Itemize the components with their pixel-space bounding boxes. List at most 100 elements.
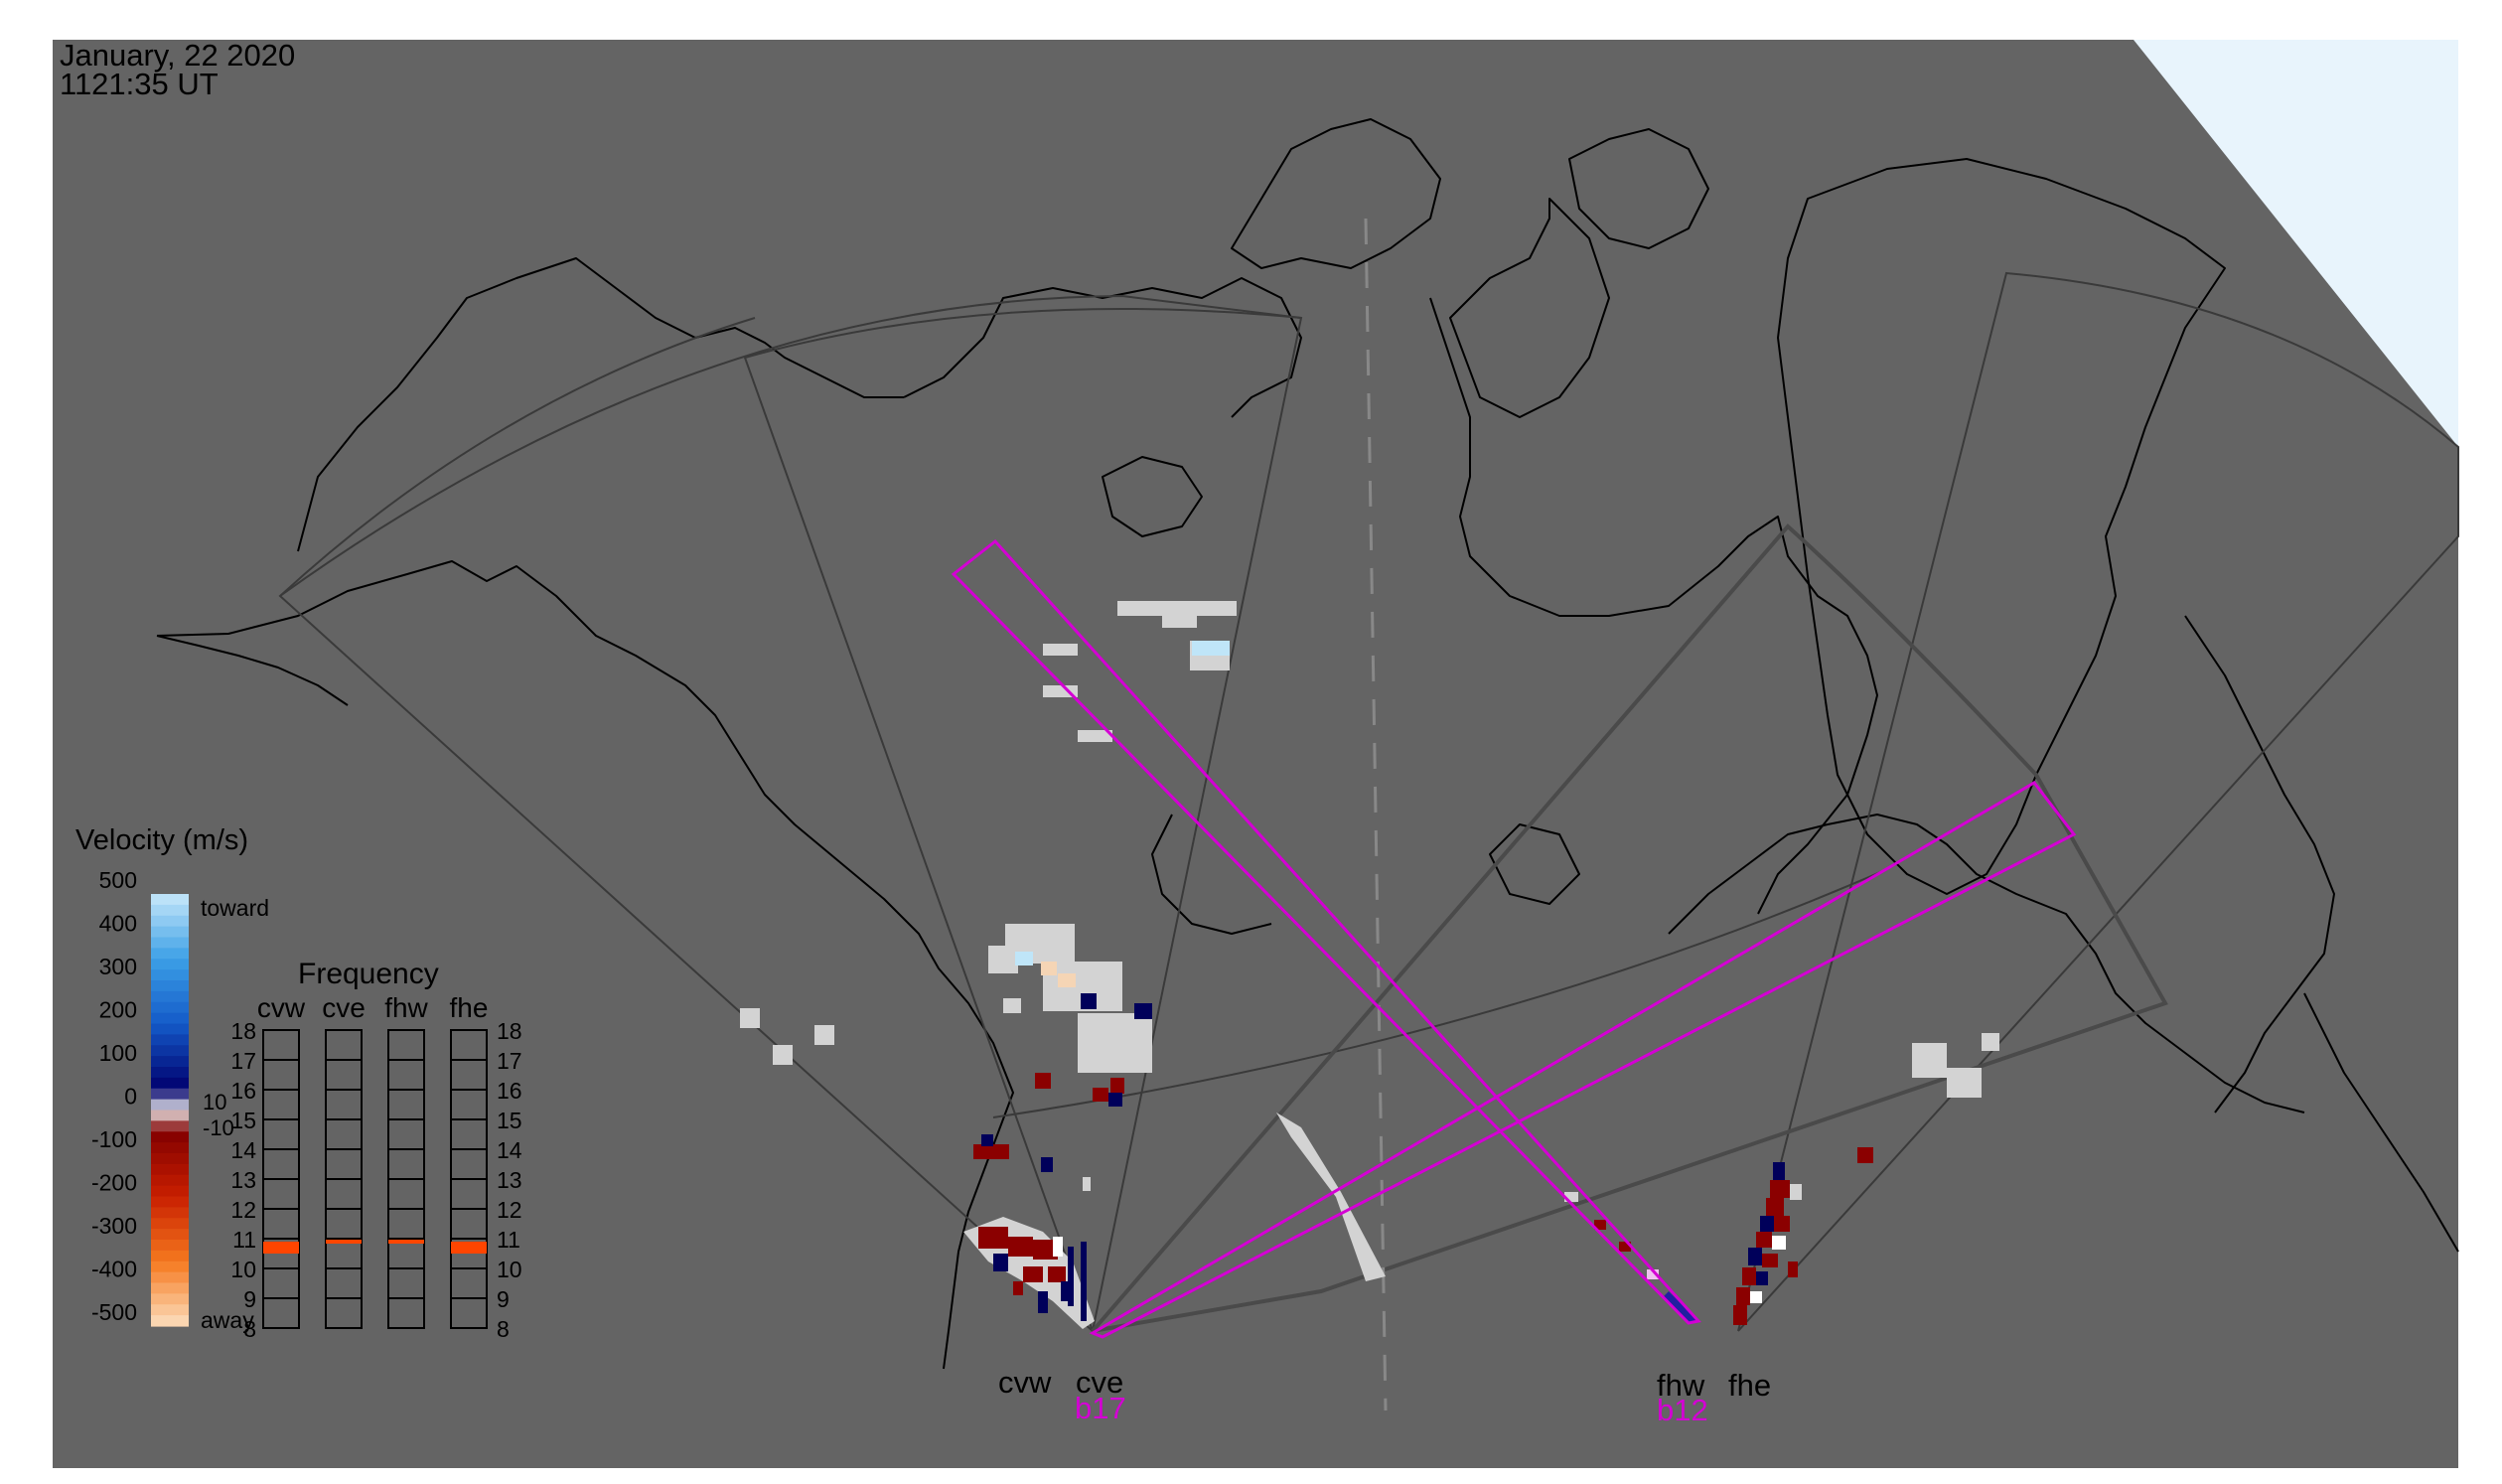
- coastline-hudson-west: [1151, 814, 1272, 935]
- frequency-level-right: 8: [497, 1316, 510, 1342]
- toward-cell: [1108, 1093, 1122, 1107]
- east-radar-fan: [1733, 1162, 1802, 1325]
- colorbar-segment: [151, 948, 189, 960]
- beam-cells: [1564, 1192, 1698, 1323]
- away-cell: [1033, 1240, 1058, 1260]
- frequency-column-label: cvw: [257, 992, 306, 1023]
- frequency-level-right: 9: [497, 1286, 510, 1312]
- beam-b12: [1089, 781, 2077, 1339]
- away-cell: [1008, 1237, 1033, 1257]
- toward-cell: [1038, 1291, 1048, 1313]
- toward-cell: [1773, 1162, 1785, 1180]
- away-cell: [1594, 1220, 1606, 1230]
- fov-fhe: [1737, 271, 2459, 1332]
- dashed-meridian: [1364, 218, 1388, 1411]
- away-cell: [1023, 1266, 1043, 1282]
- frequency-level-left: 15: [230, 1108, 256, 1133]
- legend-tick-label: 300: [99, 954, 137, 979]
- legend-tick-label: 200: [99, 997, 137, 1023]
- toward-cell: [1664, 1291, 1698, 1323]
- colorbar-segment: [151, 937, 189, 949]
- coastline-victoria: [1102, 456, 1203, 537]
- coastline-alaska: [156, 560, 1014, 1370]
- frequency-marker: [451, 1242, 487, 1254]
- frequency-level-left: 18: [230, 1018, 256, 1044]
- toward-cell: [981, 1134, 993, 1146]
- coastline-greenland: [1777, 158, 2226, 895]
- frequency-title: Frequency: [298, 958, 439, 990]
- frequency-level-left: 17: [230, 1048, 256, 1074]
- colorbar-segment: [151, 1120, 189, 1132]
- fov-outlines: [278, 271, 2459, 1333]
- radar-label-fhe: fhe: [1728, 1368, 1771, 1403]
- scatter-cell: [773, 1045, 793, 1065]
- toward-cell: [1068, 1247, 1074, 1306]
- scatter-cell: [1117, 601, 1237, 616]
- frequency-level-right: 18: [497, 1018, 522, 1044]
- fov-cvw-range-outer: [279, 317, 756, 597]
- colorbar-segment: [151, 1185, 189, 1198]
- fov-cvw-inner: [743, 308, 1302, 1332]
- colorbar-segment: [151, 1088, 189, 1101]
- scatter-cell: [1947, 1068, 1982, 1098]
- away-cell: [1774, 1216, 1790, 1232]
- neutral-cell: [1053, 1237, 1063, 1257]
- west-radar-fan: [963, 1217, 1095, 1329]
- frequency-level-left: 8: [243, 1316, 256, 1342]
- frequency-marker: [263, 1242, 299, 1254]
- colorbar-segment: [151, 1174, 189, 1187]
- colorbar-segment: [151, 1229, 189, 1241]
- scatter-arc: [1276, 1113, 1386, 1281]
- coastline-islands: [1231, 118, 1441, 269]
- colorbar-segment: [151, 1218, 189, 1230]
- colorbar-segment: [151, 1001, 189, 1014]
- colorbar-segment: [151, 1142, 189, 1154]
- scatter-cell: [740, 1008, 760, 1028]
- colorbar-segment: [151, 1261, 189, 1273]
- colorbar-segment: [151, 1271, 189, 1284]
- legend-toward-label: toward: [201, 895, 269, 921]
- toward-cell: [1748, 1248, 1762, 1265]
- legend-tick-label: 0: [124, 1084, 137, 1110]
- away-cell: [1766, 1198, 1784, 1216]
- beam-label-b12: b12: [1657, 1393, 1708, 1427]
- colorbar-segment: [151, 915, 189, 928]
- radar-label-cve: cve: [1076, 1365, 1123, 1400]
- coastline-ellesmere: [1568, 128, 1709, 249]
- away-cell: [1756, 1232, 1772, 1248]
- colorbar-segment: [151, 1282, 189, 1294]
- colorbar-segment: [151, 1045, 189, 1057]
- toward-cell: [1015, 952, 1033, 965]
- colorbar-segment: [151, 969, 189, 981]
- colorbar-segment: [151, 1293, 189, 1305]
- frequency-marker: [326, 1240, 362, 1244]
- legend-tick-label: -300: [91, 1213, 137, 1239]
- toward-cell: [1081, 1242, 1087, 1321]
- frequency-level-left: 11: [232, 1227, 256, 1253]
- scatter-cell: [1083, 1177, 1091, 1191]
- colorbar-segment: [151, 1153, 189, 1165]
- legend-title: Velocity (m/s): [75, 824, 248, 856]
- scatter-cell: [1564, 1192, 1578, 1202]
- frequency-column-label: fhe: [450, 992, 489, 1023]
- away-cell: [1110, 1078, 1124, 1094]
- toward-cell: [1756, 1271, 1768, 1285]
- radar-label-fhw: fhw: [1657, 1368, 1705, 1403]
- frequency-cell: [387, 1297, 425, 1329]
- frequency-level-left: 9: [243, 1286, 256, 1312]
- frequency-level-left: 13: [230, 1167, 256, 1193]
- legend-tick-label: -200: [91, 1170, 137, 1196]
- frequency-cell: [325, 1297, 363, 1329]
- coastline-europe: [1668, 814, 2305, 1113]
- scatter-cell: [1043, 644, 1078, 656]
- legend-mid-pos: 10: [203, 1090, 226, 1114]
- colorbar-segment: [151, 1207, 189, 1219]
- scatter-cell: [1078, 730, 1112, 742]
- frequency-level-left: 16: [230, 1078, 256, 1104]
- away-cell: [1058, 973, 1076, 987]
- scatter-cell: [1162, 616, 1197, 628]
- away-cell: [1762, 1254, 1778, 1267]
- coastline-russia: [2303, 992, 2459, 1253]
- legend-away-label: away: [201, 1307, 254, 1333]
